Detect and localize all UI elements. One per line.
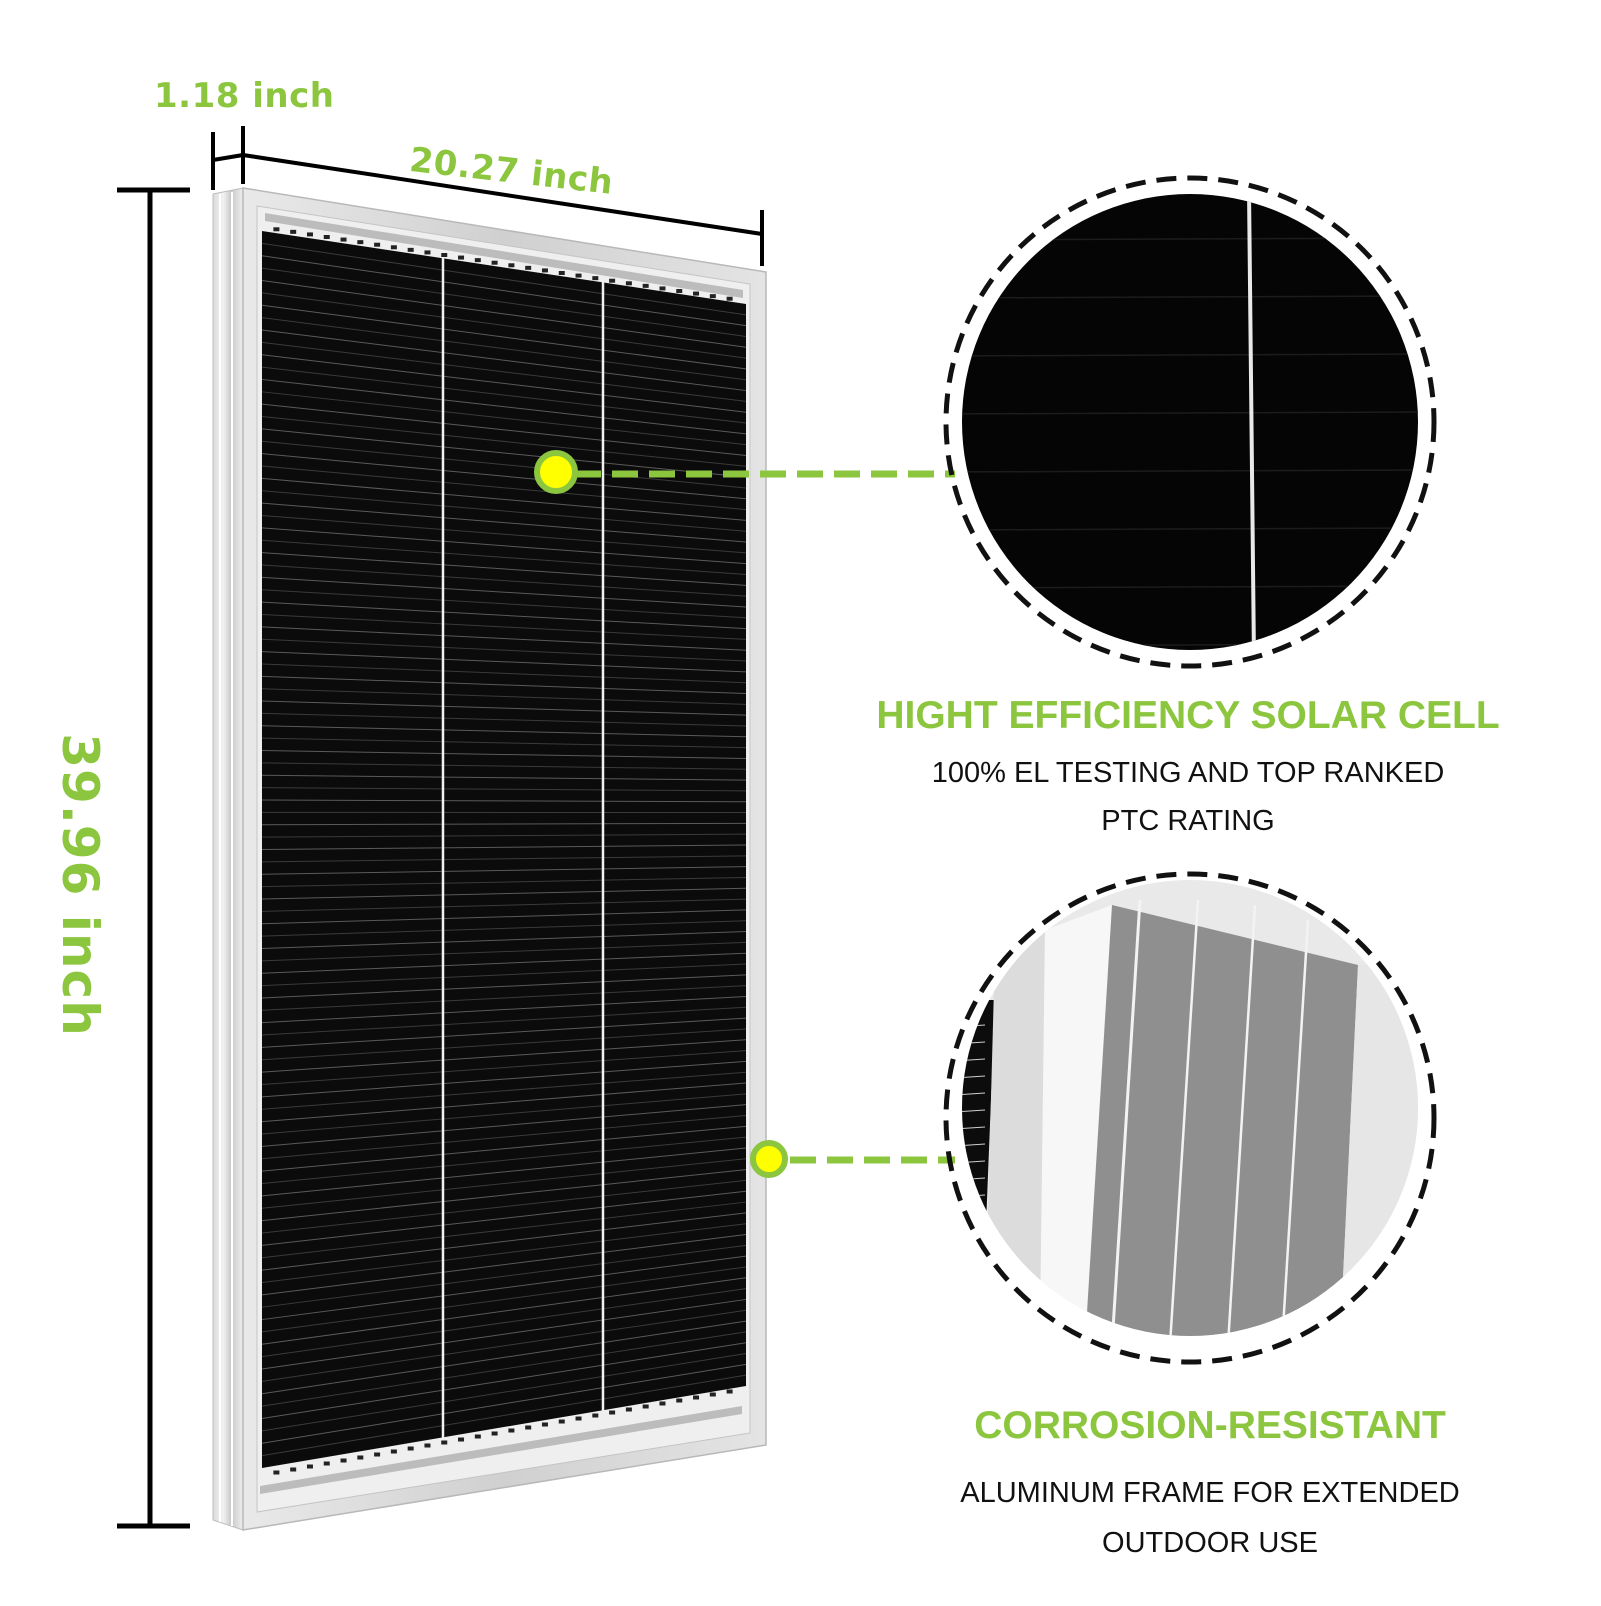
- busbar-dot: [290, 1468, 296, 1472]
- busbar-dot: [374, 243, 380, 247]
- busbar-dot: [542, 1423, 548, 1427]
- feature-description-line: OUTDOOR USE: [1102, 1527, 1318, 1560]
- busbar-dot: [508, 263, 514, 267]
- busbar-dot: [341, 238, 347, 242]
- busbar-dot: [408, 1447, 414, 1451]
- closeup-cell-line: [940, 644, 1430, 646]
- busbar-dot: [475, 258, 481, 262]
- busbar-dot: [659, 286, 665, 290]
- busbar-dot: [609, 279, 615, 283]
- feature-title-efficiency: HIGHT EFFICIENCY SOLAR CELL: [876, 694, 1499, 738]
- height-dimension-label: 39.96 inch: [51, 733, 109, 1037]
- busbar-dot: [324, 235, 330, 239]
- busbar-dot: [357, 1456, 363, 1460]
- busbar-dot: [458, 1438, 464, 1442]
- busbar-dot: [424, 1444, 430, 1448]
- closeup-cell-line: [940, 238, 1430, 240]
- busbar-dot: [559, 1420, 565, 1424]
- busbar-dot: [391, 1450, 397, 1454]
- busbar-dot: [727, 1390, 733, 1394]
- feature-description-line: ALUMINUM FRAME FOR EXTENDED: [960, 1477, 1459, 1510]
- busbar-dot: [508, 1429, 514, 1433]
- busbar-dot: [693, 1396, 699, 1400]
- depth-dimension-line: [213, 126, 243, 190]
- busbar-dot: [492, 1432, 498, 1436]
- busbar-dot: [273, 1471, 279, 1475]
- busbar-dot: [592, 276, 598, 280]
- feature-description-line: 100% EL TESTING AND TOP RANKED: [932, 757, 1445, 790]
- height-dimension-line: [117, 190, 190, 1528]
- busbar-dot: [525, 266, 531, 270]
- closeup-cell-line: [940, 586, 1430, 588]
- busbar-dot: [458, 256, 464, 260]
- feature-description-line: PTC RATING: [1101, 805, 1274, 838]
- depth-dimension-label: 1.18 inch: [154, 76, 334, 116]
- busbar-dot: [676, 289, 682, 293]
- busbar-dot: [626, 281, 632, 285]
- busbar-dot: [492, 261, 498, 265]
- busbar-dot: [307, 1465, 313, 1469]
- callout-marker-icon: [753, 1143, 785, 1175]
- frame-callout-connector: [753, 1143, 955, 1175]
- busbar-dot: [576, 1417, 582, 1421]
- busbar-dot: [676, 1399, 682, 1403]
- busbar-dot: [626, 1408, 632, 1412]
- busbar-dot: [290, 230, 296, 234]
- busbar-dot: [727, 297, 733, 301]
- busbar-dot: [592, 1414, 598, 1418]
- busbar-dot: [542, 268, 548, 272]
- closeup-cell-line: [955, 1212, 985, 1214]
- busbar-dot: [424, 250, 430, 254]
- busbar-dot: [475, 1435, 481, 1439]
- busbar-dot: [643, 1405, 649, 1409]
- aluminum-frame-closeup: [940, 870, 1460, 1370]
- solar-cell-area: [262, 231, 746, 1468]
- busbar-dot: [441, 253, 447, 257]
- busbar-dot: [408, 248, 414, 252]
- busbar-dot: [693, 292, 699, 296]
- busbar-dot: [559, 271, 565, 275]
- busbar-dot: [609, 1411, 615, 1415]
- callout-marker-icon: [537, 453, 575, 491]
- busbar-dot: [307, 232, 313, 236]
- busbar-dot: [391, 245, 397, 249]
- busbar-dot: [324, 1462, 330, 1466]
- busbar-dot: [643, 284, 649, 288]
- busbar-dot: [576, 274, 582, 278]
- busbar-dot: [710, 294, 716, 298]
- busbar-dot: [710, 1393, 716, 1397]
- solar-panel: [213, 188, 766, 1530]
- busbar-dot: [273, 227, 279, 231]
- feature-title-corrosion: CORROSION-RESISTANT: [974, 1404, 1446, 1448]
- busbar-dot: [525, 1426, 531, 1430]
- closeup-cell-line: [955, 1229, 985, 1231]
- busbar-dot: [659, 1402, 665, 1406]
- solar-cell-closeup: [940, 178, 1434, 666]
- busbar-dot: [341, 1459, 347, 1463]
- busbar-dot: [357, 240, 363, 244]
- busbar-dot: [441, 1441, 447, 1445]
- busbar-dot: [374, 1453, 380, 1457]
